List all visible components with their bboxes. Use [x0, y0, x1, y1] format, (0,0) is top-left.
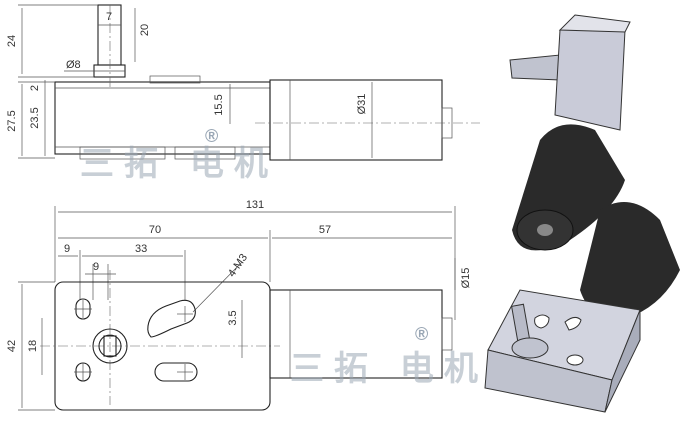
- top-view: 24 20 7 Ø8 27.5 2 23.5 15.5 Ø31: [6, 4, 480, 161]
- top-motor: [269, 79, 443, 161]
- dim-70: 70: [149, 224, 161, 236]
- iso-view-bottom: [484, 202, 680, 413]
- dim-phi-8: Ø8: [66, 59, 81, 71]
- output-shaft-boss: [92, 328, 128, 364]
- dim-131: 131: [246, 199, 264, 211]
- thread-callout: 4-M3: [226, 252, 250, 279]
- brand-watermark: 三拓 电机 ® 三拓 电机 ®: [80, 126, 488, 389]
- dim-9-b: 9: [93, 261, 99, 273]
- mount-hole-tl: [74, 298, 92, 320]
- mount-slot-tr: [147, 299, 196, 338]
- dim-23-5: 23.5: [29, 107, 41, 128]
- dim-7: 7: [106, 11, 112, 23]
- dim-3-5: 3.5: [227, 310, 239, 325]
- front-view: 131 70 57 9 33 9 4-M3: [6, 199, 472, 411]
- dim-57: 57: [319, 224, 331, 236]
- dim-phi-31: Ø31: [356, 94, 368, 115]
- dim-20: 20: [139, 24, 151, 36]
- iso-view-top: [509, 14, 631, 251]
- mount-slot-br: [154, 362, 198, 382]
- dim-33: 33: [135, 243, 147, 255]
- dim-15-5: 15.5: [213, 94, 225, 115]
- dim-2: 2: [29, 85, 41, 91]
- dim-phi-15: Ø15: [460, 268, 472, 289]
- dim-18: 18: [27, 340, 39, 352]
- registered-mark-bottom: ®: [415, 324, 428, 344]
- registered-mark-top: ®: [205, 126, 218, 146]
- watermark-top: 三拓 电机: [80, 144, 278, 184]
- dim-27-5: 27.5: [6, 110, 18, 131]
- dim-9-a: 9: [64, 243, 70, 255]
- dim-24: 24: [6, 35, 18, 47]
- mount-hole-bl: [74, 362, 92, 382]
- dim-42: 42: [6, 340, 18, 352]
- watermark-bottom: 三拓 电机: [290, 349, 488, 389]
